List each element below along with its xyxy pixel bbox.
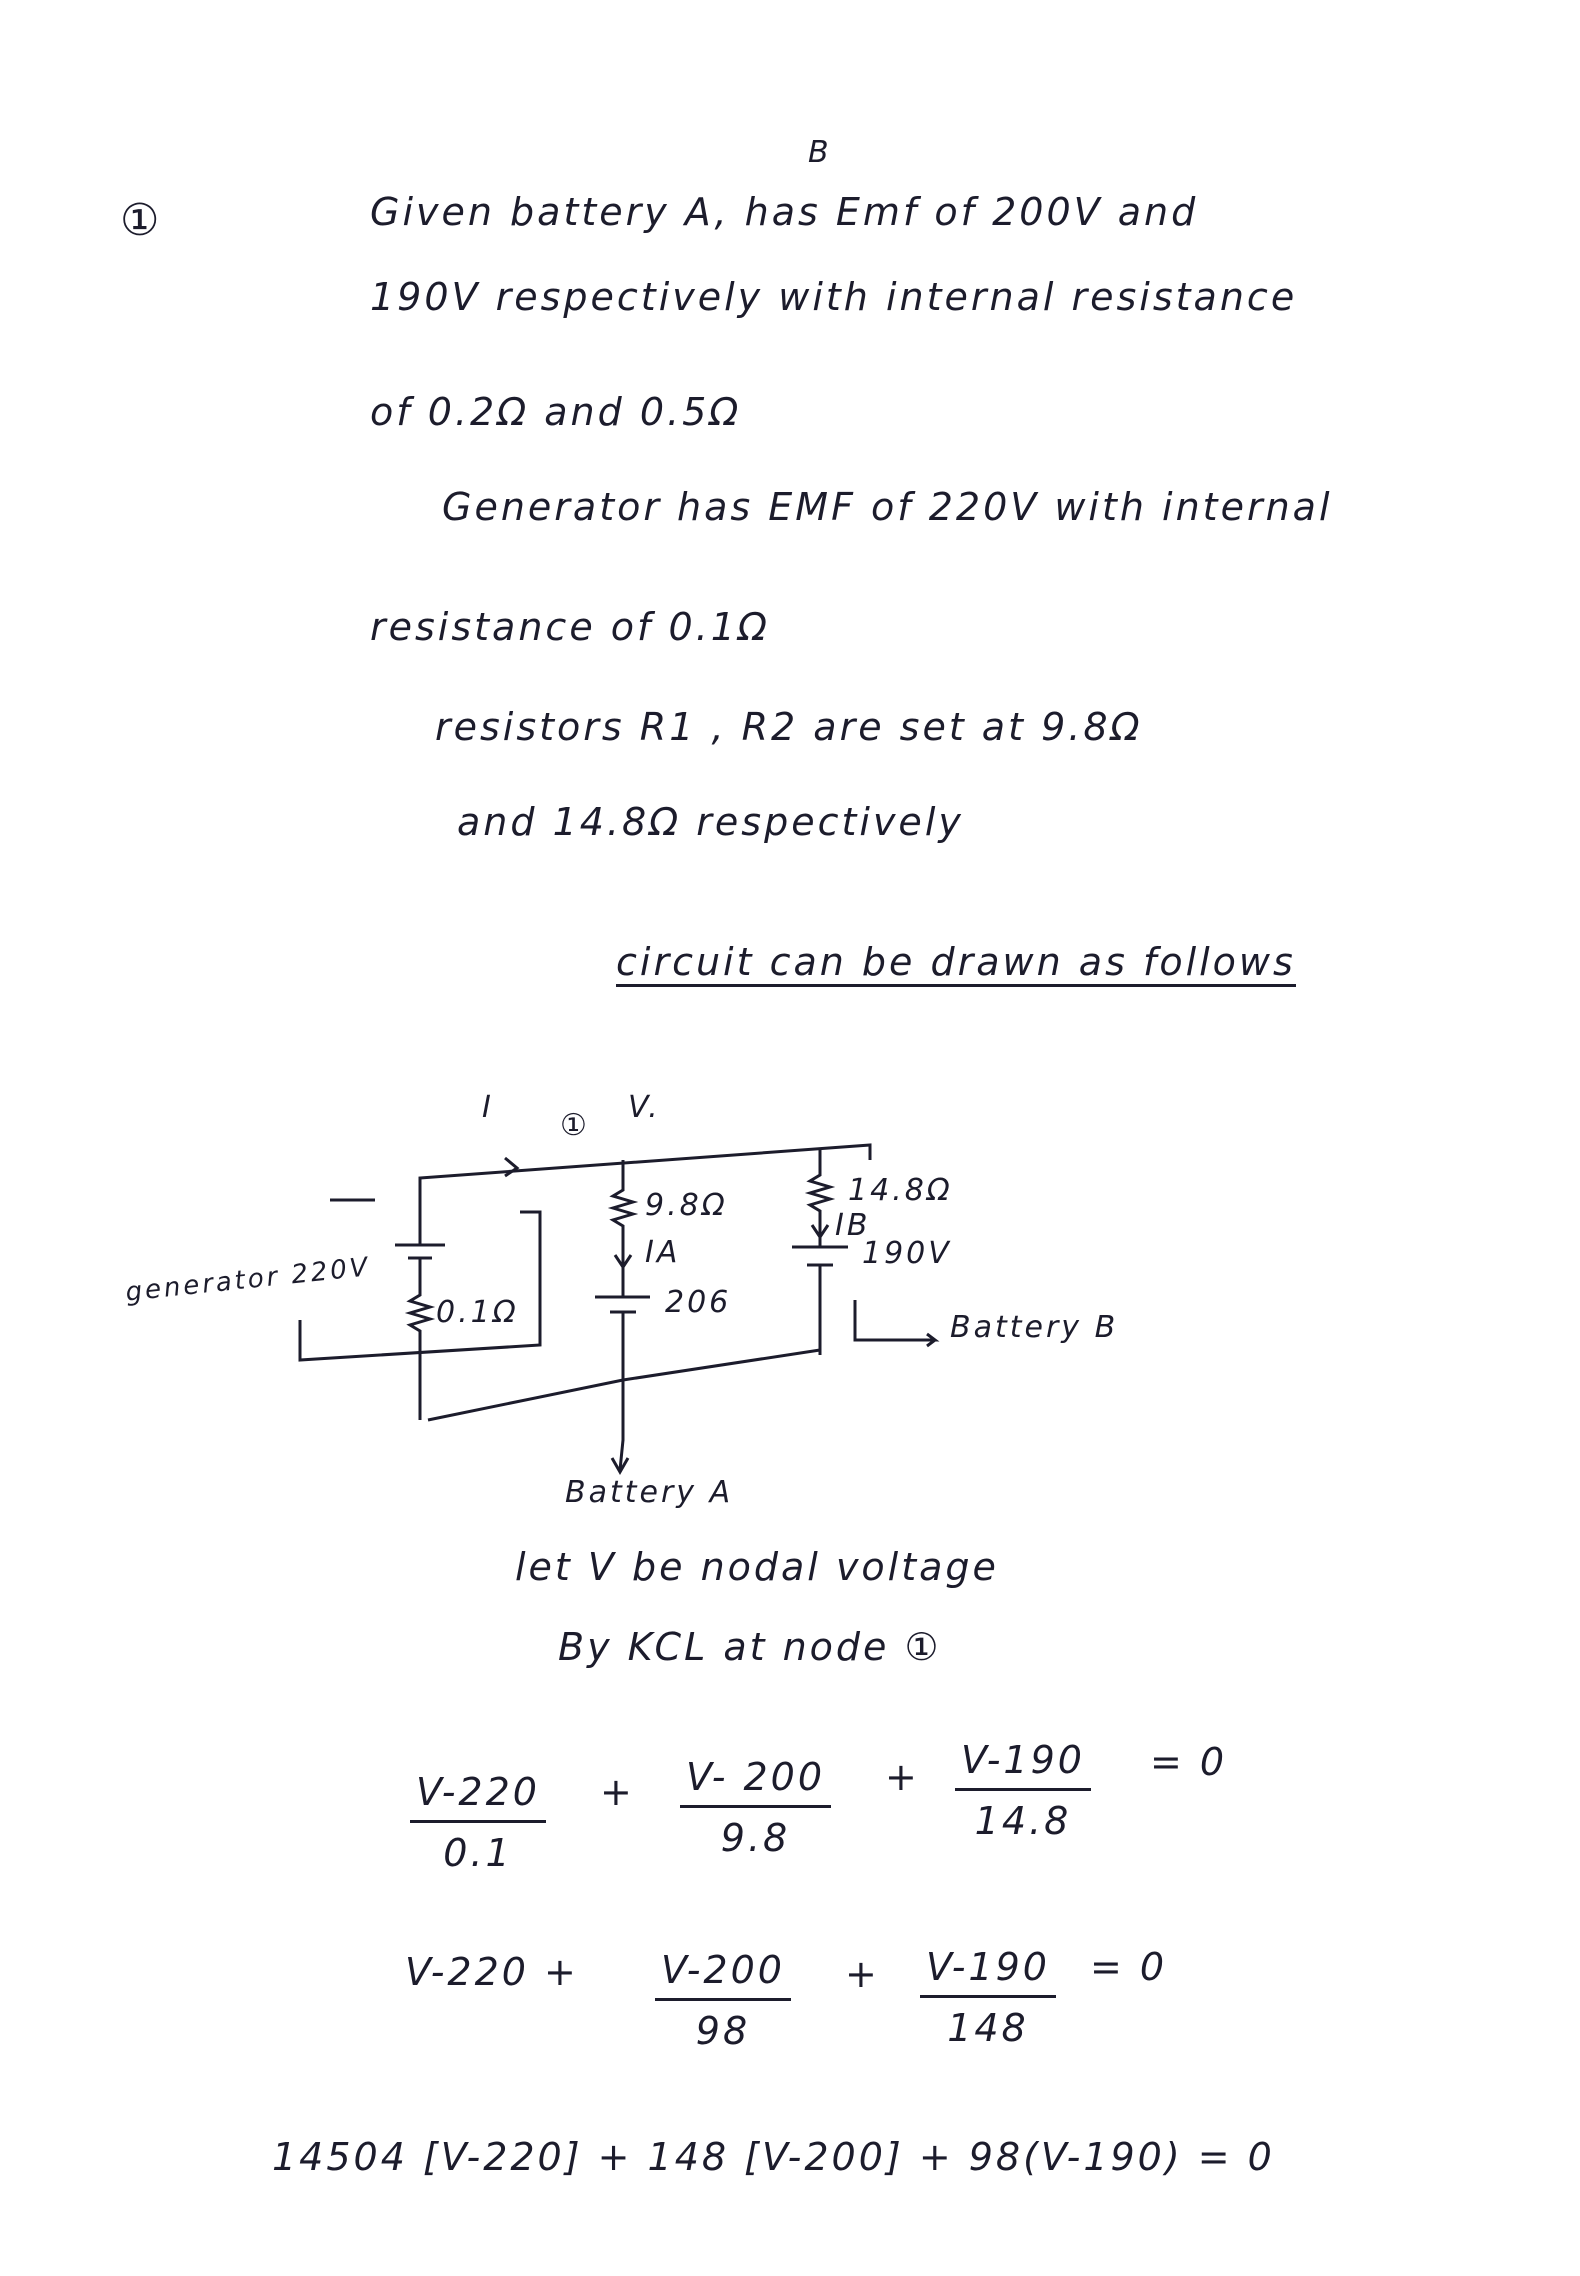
ib-label: IB — [835, 1208, 871, 1243]
generator-outer-loop — [298, 1198, 542, 1362]
text-line-1: Given battery A, has Emf of 200V and — [370, 190, 1199, 234]
eq1-term1-numerator: V-220 — [410, 1770, 546, 1823]
battery-a-branch — [595, 1160, 650, 1471]
bottom-wire — [427, 1348, 821, 1422]
current-label: I — [482, 1090, 494, 1125]
r1-label: 9.8Ω — [645, 1188, 728, 1223]
eq1-term2-numerator: V- 200 — [680, 1755, 832, 1808]
battery-b-pointer — [853, 1300, 940, 1348]
text-line-3: of 0.2Ω and 0.5Ω — [370, 390, 742, 434]
text-line-5: resistance of 0.1Ω — [370, 605, 770, 649]
eq1-term3: V-190 14.8 — [955, 1738, 1091, 1843]
eq2-term3: V-190 148 — [920, 1945, 1056, 2050]
correction-mark: B — [808, 135, 832, 170]
eq1-term1-denominator: 0.1 — [443, 1831, 513, 1875]
text-line-8: circuit can be drawn as follows — [616, 940, 1296, 987]
eq1-term3-denominator: 14.8 — [974, 1799, 1072, 1843]
text-line-7: and 14.8Ω respectively — [457, 800, 964, 844]
battery-b-branch — [792, 1148, 848, 1355]
node-voltage-label: V. — [628, 1090, 661, 1125]
eq2-term2-denominator: 98 — [695, 2009, 751, 2053]
eq2-term1: V-220 + — [405, 1950, 579, 1994]
ia-label: IA — [645, 1235, 681, 1270]
eq2-plus: + — [845, 1952, 880, 1996]
current-arrow — [504, 1156, 520, 1178]
kcl-line: By KCL at node ① — [558, 1625, 942, 1669]
r-gen-label: 0.1Ω — [436, 1295, 519, 1330]
battery-a-label: Battery A — [565, 1475, 734, 1510]
question-number: ① — [120, 195, 163, 246]
eq1-plus-2: + — [885, 1755, 920, 1799]
eq1-term2-denominator: 9.8 — [720, 1816, 791, 1860]
equation-3: 14504 [V-220] + 148 [V-200] + 98(V-190) … — [272, 2135, 1275, 2179]
emf-a-label: 206 — [665, 1285, 732, 1320]
ib-arrow — [810, 1224, 830, 1240]
ia-arrow — [613, 1254, 633, 1270]
eq2-term3-denominator: 148 — [947, 2006, 1029, 2050]
eq2-term3-numerator: V-190 — [920, 1945, 1056, 1998]
eq1-rhs: = 0 — [1150, 1740, 1228, 1784]
eq1-term1: V-220 0.1 — [410, 1770, 546, 1875]
text-line-2: 190V respectively with internal resistan… — [370, 275, 1298, 319]
eq1-plus-1: + — [600, 1770, 635, 1814]
generator-branch — [395, 1178, 445, 1420]
eq1-term3-numerator: V-190 — [955, 1738, 1091, 1791]
down-arrow — [610, 1457, 630, 1476]
eq2-term2-numerator: V-200 — [655, 1948, 791, 2001]
emf-b-label: 190V — [862, 1236, 952, 1271]
eq1-term2: V- 200 9.8 — [680, 1755, 832, 1860]
eq2-term2: V-200 98 — [655, 1948, 791, 2053]
node-label: ① — [560, 1108, 590, 1143]
eq2-rhs: = 0 — [1090, 1945, 1168, 1989]
battery-b-label: Battery B — [950, 1310, 1119, 1345]
r2-label: 14.8Ω — [848, 1173, 953, 1208]
let-line: let V be nodal voltage — [515, 1545, 999, 1589]
text-line-6: resistors R1 , R2 are set at 9.8Ω — [435, 705, 1143, 749]
text-line-4: Generator has EMF of 220V with internal — [442, 485, 1333, 529]
